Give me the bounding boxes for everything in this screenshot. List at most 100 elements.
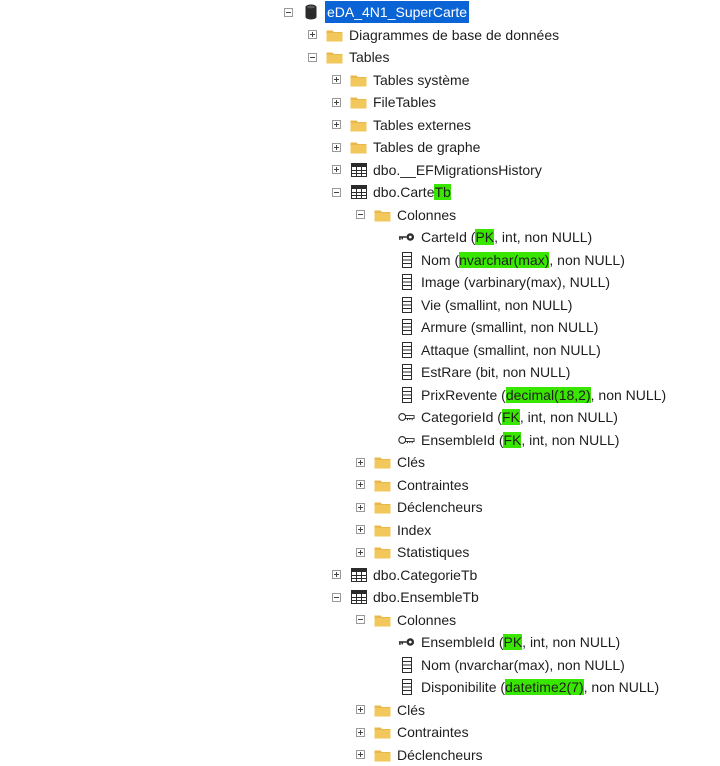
label-text: Clés bbox=[397, 701, 426, 718]
label-text: Diagrammes de base de données bbox=[349, 26, 560, 43]
tree-node-eda-4n1-supercarte[interactable]: eDA_4N1_SuperCarte bbox=[284, 1, 470, 23]
tree-node-image[interactable]: Image (varbinary(max), NULL) bbox=[380, 271, 610, 293]
expand-toggle-icon[interactable] bbox=[356, 457, 365, 467]
tree-node-label: Colonnes bbox=[397, 609, 456, 631]
tree-node-estrare[interactable]: EstRare (bit, non NULL) bbox=[380, 361, 570, 383]
tree-node-label: Nom (nvarchar(max), non NULL) bbox=[421, 654, 625, 676]
collapse-toggle-icon[interactable] bbox=[284, 7, 293, 17]
highlighted-text: decimal(18,2) bbox=[505, 386, 591, 403]
tree-node-tables-systeme[interactable]: Tables système bbox=[332, 69, 469, 91]
collapse-toggle-icon[interactable] bbox=[332, 592, 341, 602]
table-icon bbox=[350, 567, 367, 583]
highlighted-text: Tb bbox=[434, 184, 451, 200]
expand-toggle-icon[interactable] bbox=[332, 142, 341, 152]
foreign-key-icon bbox=[398, 432, 415, 448]
folder-icon bbox=[374, 454, 391, 470]
label-text: EnsembleId ( bbox=[421, 634, 504, 650]
tree-node-dbo-cartetb[interactable]: dbo.CarteTb bbox=[332, 181, 451, 203]
tree-node-contraintes[interactable]: Contraintes bbox=[356, 474, 469, 496]
tree-node-diagrammes-de-base-de-donnees[interactable]: Diagrammes de base de données bbox=[308, 24, 559, 46]
tree-node-colonnes[interactable]: Colonnes bbox=[356, 204, 456, 226]
tree-node-disponibilite[interactable]: Disponibilite (datetime2(7), non NULL) bbox=[380, 676, 659, 698]
folder-icon bbox=[374, 522, 391, 538]
primary-key-icon bbox=[398, 229, 415, 245]
tree-node-tables[interactable]: Tables bbox=[308, 46, 389, 68]
collapse-toggle-icon[interactable] bbox=[332, 187, 341, 197]
tree-node-label: dbo.CarteTb bbox=[373, 181, 451, 203]
column-icon bbox=[398, 319, 415, 335]
label-text: , non NULL) bbox=[549, 251, 625, 268]
tree-node-dbo-ensembletb[interactable]: dbo.EnsembleTb bbox=[332, 586, 479, 608]
tree-node-dbo-categorietb[interactable]: dbo.CategorieTb bbox=[332, 564, 477, 586]
label-text: Contraintes bbox=[397, 724, 469, 740]
tree-node-label: Clés bbox=[397, 699, 425, 721]
expand-toggle-icon[interactable] bbox=[356, 480, 365, 489]
expand-toggle-icon[interactable] bbox=[356, 525, 365, 534]
expand-toggle-icon[interactable] bbox=[356, 705, 365, 714]
collapse-toggle-icon[interactable] bbox=[308, 52, 317, 62]
foreign-key-icon bbox=[398, 409, 415, 425]
tree-node-label: Colonnes bbox=[397, 204, 456, 226]
expand-toggle-icon[interactable] bbox=[356, 502, 365, 512]
expand-toggle-icon[interactable] bbox=[356, 750, 365, 759]
collapse-toggle-icon[interactable] bbox=[356, 615, 365, 624]
column-icon bbox=[398, 341, 415, 358]
tree-node-ensembleid[interactable]: EnsembleId (PK, int, non NULL) bbox=[380, 631, 620, 653]
tree-node-index[interactable]: Index bbox=[356, 519, 431, 541]
tree-node-nom[interactable]: Nom (nvarchar(max), non NULL) bbox=[380, 249, 625, 271]
tree-node-vie[interactable]: Vie (smallint, non NULL) bbox=[380, 294, 572, 316]
tree-node-carteid[interactable]: CarteId (PK, int, non NULL) bbox=[380, 226, 592, 248]
label-text: Colonnes bbox=[397, 206, 457, 223]
tree-node-dbo-efmigrationshistory[interactable]: dbo.__EFMigrationsHistory bbox=[332, 159, 542, 181]
tree-node-label: dbo.EnsembleTb bbox=[373, 586, 479, 608]
column-icon bbox=[398, 296, 415, 313]
expand-toggle-icon[interactable] bbox=[332, 75, 341, 84]
folder-icon bbox=[374, 702, 391, 718]
tree-node-label: Déclencheurs bbox=[397, 496, 483, 518]
tree-node-attaque[interactable]: Attaque (smallint, non NULL) bbox=[380, 339, 601, 361]
tree-node-label: EnsembleId (FK, int, non NULL) bbox=[421, 429, 619, 451]
highlighted-text: FK bbox=[503, 431, 522, 448]
collapse-toggle-icon[interactable] bbox=[356, 210, 365, 219]
tree-node-nom[interactable]: Nom (nvarchar(max), non NULL) bbox=[380, 654, 625, 676]
expand-toggle-icon[interactable] bbox=[332, 120, 341, 129]
tree-node-label: Statistiques bbox=[397, 541, 469, 563]
tree-node-statistiques[interactable]: Statistiques bbox=[356, 541, 469, 563]
tree-node-label: Diagrammes de base de données bbox=[349, 24, 559, 46]
expand-toggle-icon[interactable] bbox=[308, 30, 317, 39]
tree-node-cles[interactable]: Clés bbox=[356, 451, 425, 473]
highlighted-text: nvarchar(max) bbox=[459, 251, 550, 268]
tree-node-armure[interactable]: Armure (smallint, non NULL) bbox=[380, 316, 598, 338]
expand-toggle-icon[interactable] bbox=[356, 727, 365, 737]
tree-node-categorieid[interactable]: CategorieId (FK, int, non NULL) bbox=[380, 406, 618, 428]
tree-node-colonnes[interactable]: Colonnes bbox=[356, 609, 456, 631]
tree-node-contraintes[interactable]: Contraintes bbox=[356, 721, 469, 743]
tree-node-filetables[interactable]: FileTables bbox=[332, 91, 436, 113]
tree-node-declencheurs[interactable]: Déclencheurs bbox=[356, 496, 483, 518]
expand-toggle-icon[interactable] bbox=[332, 165, 341, 174]
tree-node-ensembleid[interactable]: EnsembleId (FK, int, non NULL) bbox=[380, 429, 619, 451]
label-text: Déclencheurs bbox=[397, 746, 483, 763]
label-text: dbo.__EFMigrationsHistory bbox=[373, 161, 542, 178]
label-text: , non NULL) bbox=[583, 679, 660, 695]
label-text: Nom ( bbox=[421, 251, 460, 268]
expand-toggle-icon[interactable] bbox=[332, 97, 341, 107]
tree-node-label: Disponibilite (datetime2(7), non NULL) bbox=[421, 676, 659, 698]
tree-node-label: Tables externes bbox=[373, 114, 471, 136]
label-text: CategorieId ( bbox=[421, 409, 502, 425]
column-icon bbox=[398, 386, 415, 403]
tree-node-prixrevente[interactable]: PrixRevente (decimal(18,2), non NULL) bbox=[380, 384, 666, 406]
tree-node-label: Contraintes bbox=[397, 721, 469, 743]
tree-node-declencheurs[interactable]: Déclencheurs bbox=[356, 744, 483, 766]
folder-icon bbox=[374, 499, 391, 515]
label-text: Attaque (smallint, non NULL) bbox=[421, 341, 601, 358]
tree-node-cles[interactable]: Clés bbox=[356, 699, 425, 721]
tree-node-tables-de-graphe[interactable]: Tables de graphe bbox=[332, 136, 480, 158]
label-text: eDA_4N1_SuperCarte bbox=[327, 4, 468, 20]
expand-toggle-icon[interactable] bbox=[332, 570, 341, 579]
tree-node-label: Déclencheurs bbox=[397, 744, 483, 766]
expand-toggle-icon[interactable] bbox=[356, 547, 365, 557]
tree-node-tables-externes[interactable]: Tables externes bbox=[332, 114, 471, 136]
label-text: Image (varbinary(max), NULL) bbox=[421, 274, 611, 290]
label-text: Nom (nvarchar(max), non NULL) bbox=[421, 656, 625, 673]
